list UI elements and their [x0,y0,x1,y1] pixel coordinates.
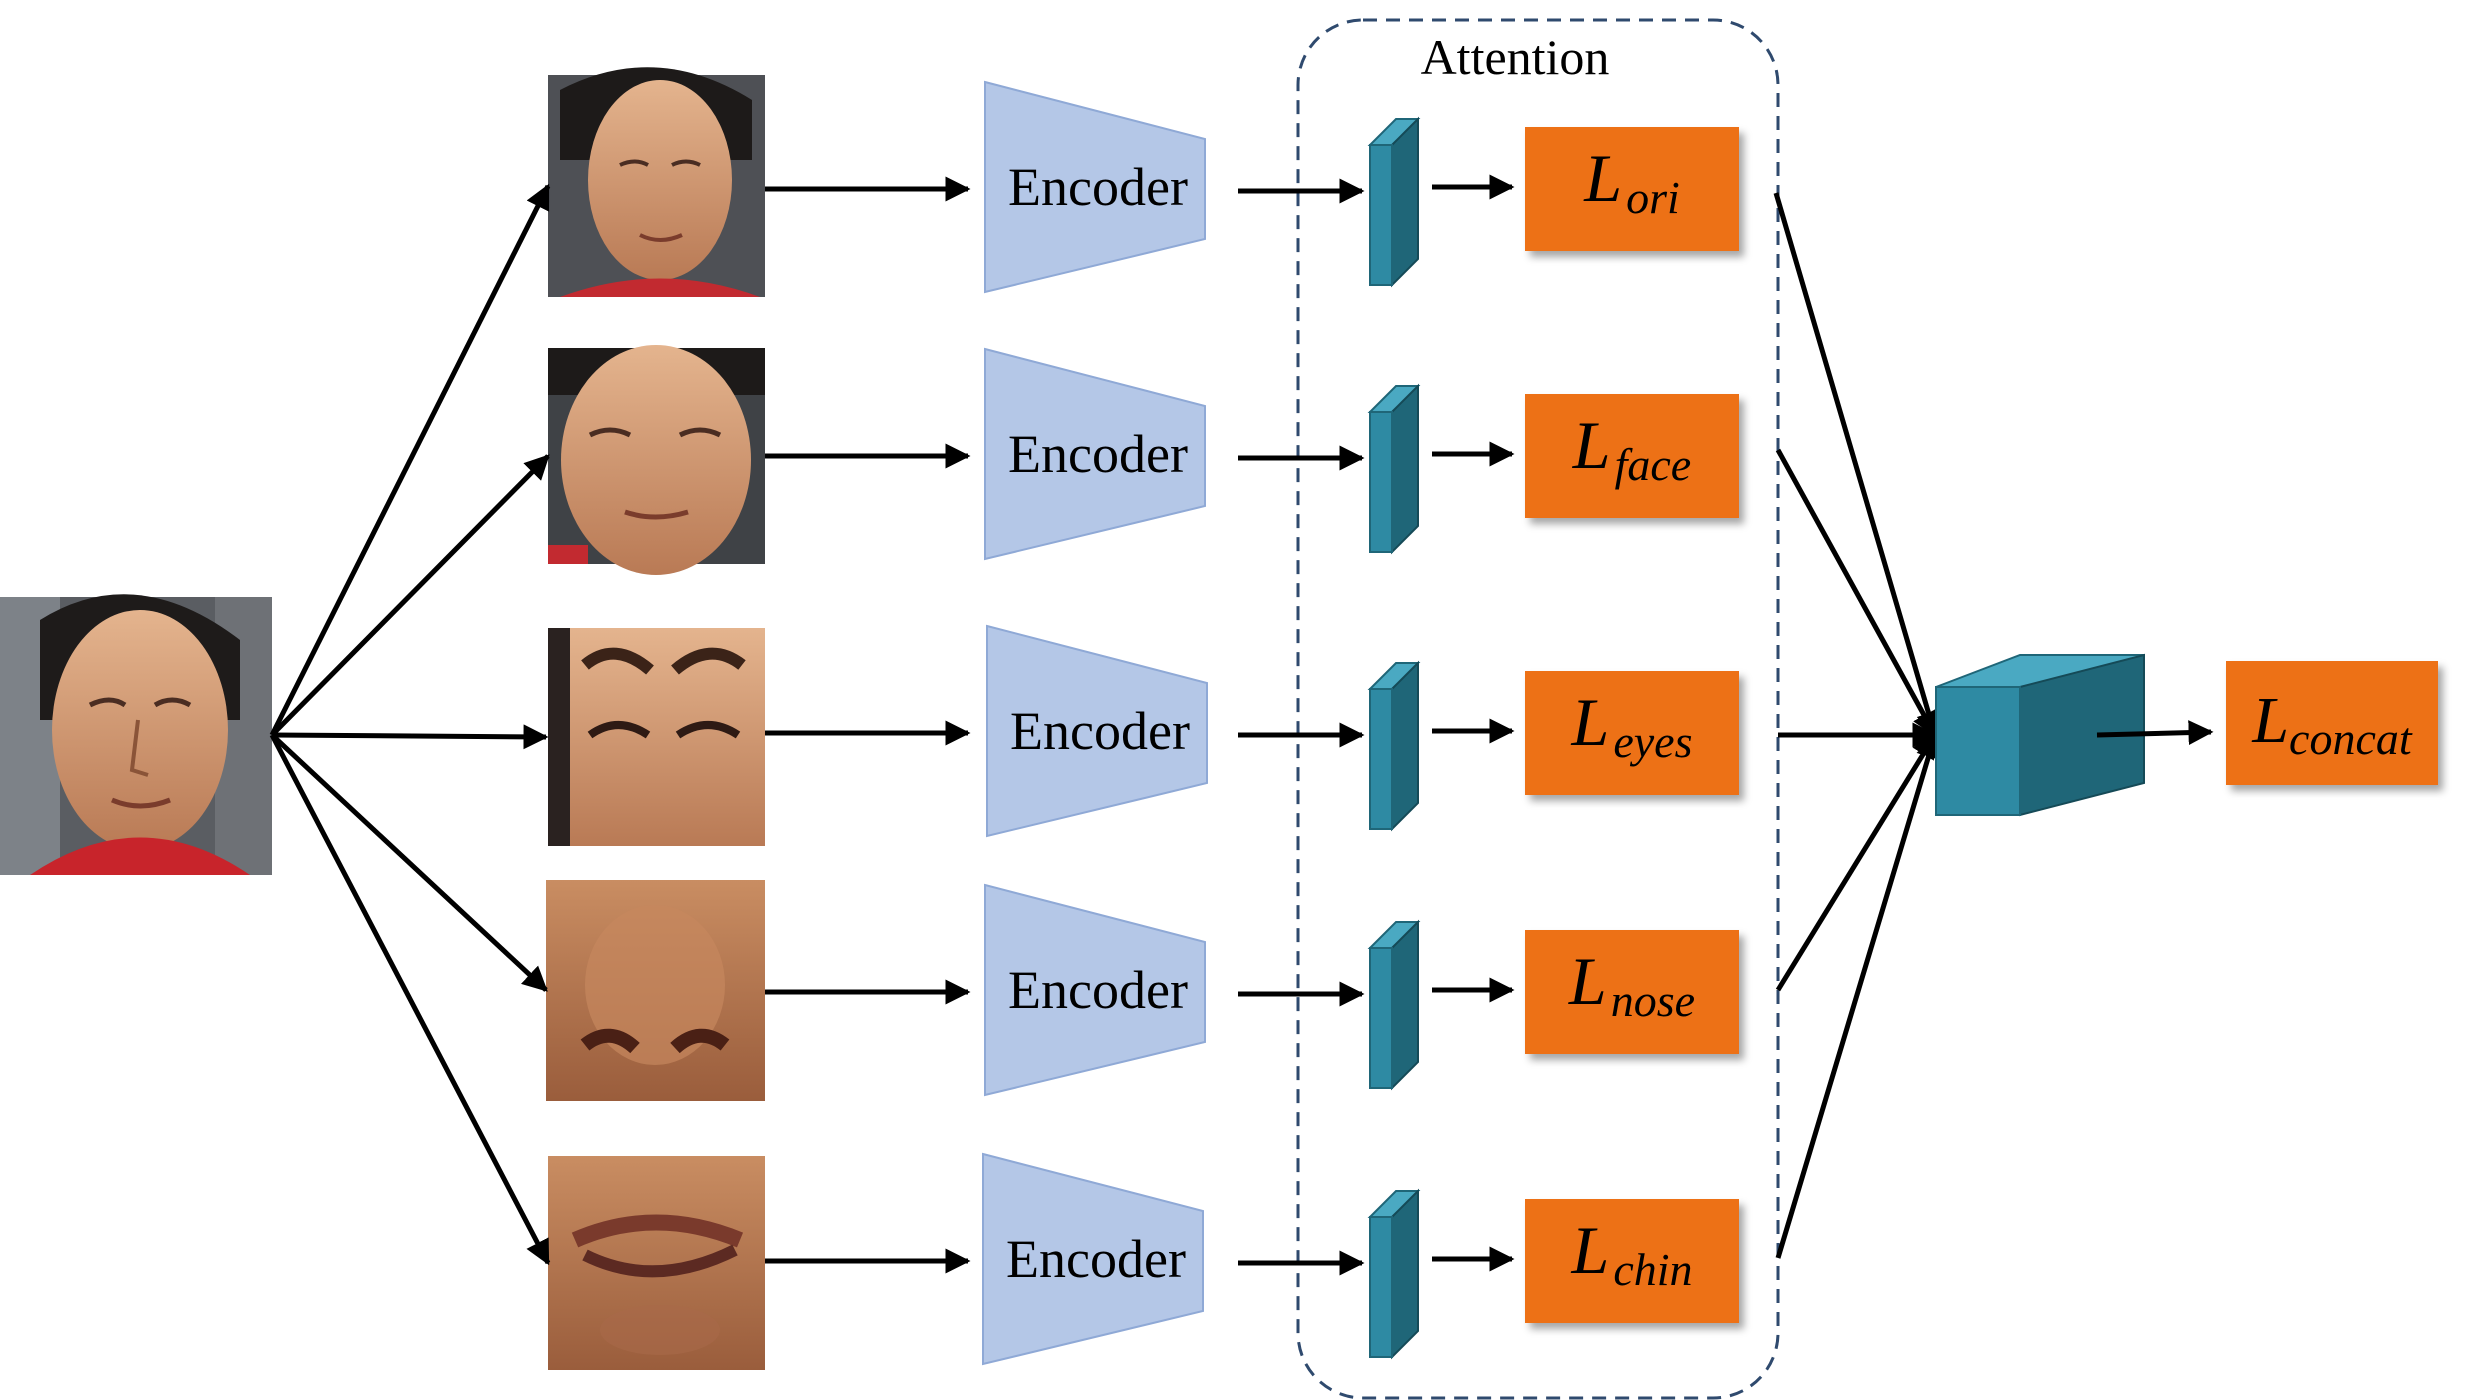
row-face: Encoder Lface [765,347,1739,561]
encoder-label: Encoder [1008,424,1188,484]
loss-label: Lnose [1568,943,1695,1026]
loss-box [1525,930,1739,1054]
feature-block-side [1391,919,1419,1091]
row-ori: Encoder Lori [765,80,1739,294]
loss-main: L [1572,407,1611,483]
loss-subscript: nose [1611,975,1695,1026]
row-chin: Encoder Lchin [765,1152,1739,1366]
loss-box [1525,671,1739,795]
loss-label: Leyes [1571,684,1693,767]
row-eyes: Encoder Leyes [765,624,1739,838]
loss-box [1525,394,1739,518]
encoder-label: Encoder [1006,1229,1186,1289]
encoder-shape [984,347,1206,561]
concat-loss-main: L [2251,684,2289,757]
svg-text:Lconcat: Lconcat [2251,684,2413,764]
encoder-shape [982,1152,1204,1366]
feature-block-side [1391,383,1419,555]
concat-output-arrow [2096,720,2214,746]
feature-block-side [1391,660,1419,832]
loss-main: L [1583,140,1622,216]
mouth-chin-region-crop-image [548,1156,765,1370]
merge-arrows [1773,192,1941,1259]
loss-label: Lface [1572,407,1691,490]
nose-region-crop-image [546,880,765,1101]
encoder-label: Encoder [1008,960,1188,1020]
encoder-shape [984,883,1206,1097]
fanout-arrows [269,183,551,1266]
loss-label: Lchin [1570,1212,1692,1295]
full-face-input-image [0,594,272,875]
loss-main: L [1571,684,1610,760]
loss-subscript: chin [1613,1244,1692,1295]
loss-subscript: face [1615,439,1692,490]
original-face-crop-image [548,67,765,297]
loss-subscript: eyes [1613,716,1692,767]
aligned-face-crop-image [548,345,765,575]
encoder-label: Encoder [1008,157,1188,217]
loss-box [1525,1199,1739,1323]
encoder-shape [986,624,1208,838]
attention-region-border [1296,18,1780,1400]
loss-main: L [1568,943,1607,1019]
encoder-shape [984,80,1206,294]
feature-block-side [1391,116,1419,288]
feature-block-front [1369,947,1393,1089]
loss-main: L [1570,1212,1609,1288]
concat-feature-block [1935,653,2145,817]
feature-block-side [1391,1188,1419,1360]
encoder-label: Encoder [1010,701,1190,761]
feature-block-front [1369,411,1393,553]
feature-block-front [1369,688,1393,830]
feature-block-front [1369,1216,1393,1358]
loss-box [1525,127,1739,251]
attention-label: Attention [1421,29,1610,85]
loss-label: Lori [1583,140,1680,223]
eyes-region-crop-image [548,628,765,846]
feature-block-front [1369,144,1393,286]
row-nose: Encoder Lnose [765,883,1739,1097]
concat-loss-box: Lconcat [2226,661,2438,785]
loss-subscript: ori [1626,172,1680,223]
concat-loss-subscript: concat [2289,713,2413,764]
